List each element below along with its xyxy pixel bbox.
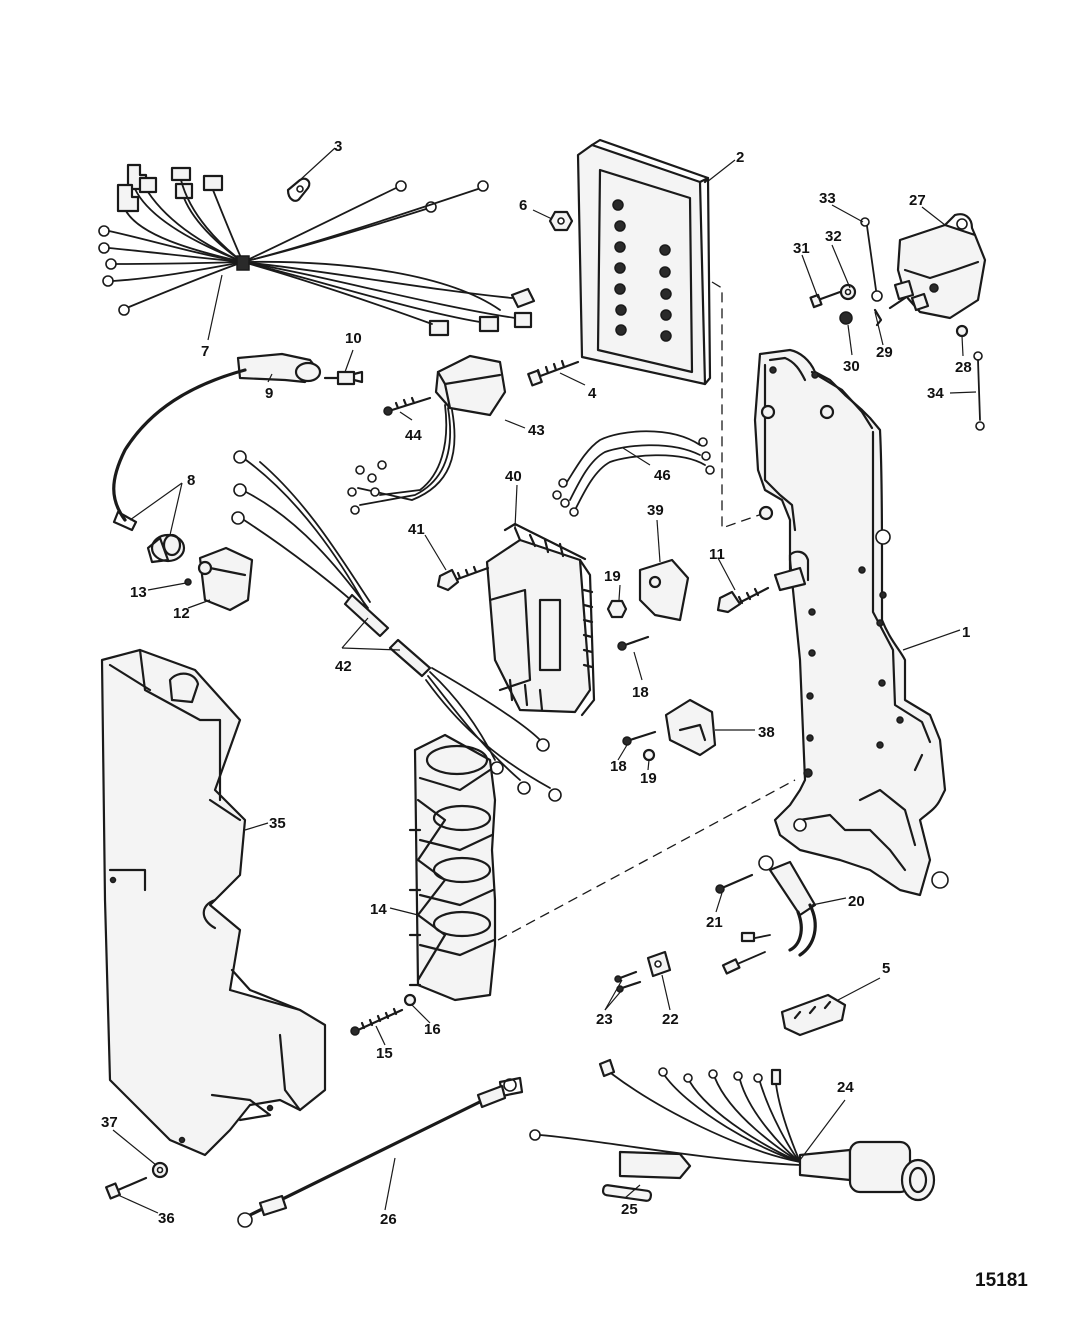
callout-46: 46 bbox=[654, 467, 671, 484]
callout-39: 39 bbox=[647, 502, 664, 519]
figure-number: 15181 bbox=[975, 1270, 1028, 1291]
rectifier-part-40 bbox=[485, 522, 596, 717]
alignment-line-14-to-1 bbox=[497, 779, 796, 941]
terminal-block-part-2 bbox=[576, 138, 712, 386]
wiring-harness-part-7 bbox=[98, 163, 536, 337]
callout-6: 6 bbox=[519, 197, 527, 214]
leader-lines bbox=[112, 147, 977, 1214]
callout-32: 32 bbox=[825, 228, 842, 245]
callout-7: 7 bbox=[201, 343, 209, 360]
small-hardware-solenoid bbox=[809, 217, 985, 431]
module-part-39 bbox=[638, 558, 690, 622]
cable-part-9-8 bbox=[112, 352, 322, 564]
callout-37: 37 bbox=[101, 1114, 118, 1131]
bolt-part-11 bbox=[716, 586, 770, 614]
callout-38: 38 bbox=[758, 724, 775, 741]
callout-20: 20 bbox=[848, 893, 865, 910]
callout-40: 40 bbox=[505, 468, 522, 485]
coil-pack-part-14 bbox=[408, 733, 497, 1002]
screw-part-21 bbox=[715, 873, 754, 894]
callout-35: 35 bbox=[269, 815, 286, 832]
callout-26: 26 bbox=[380, 1211, 397, 1228]
callout-4: 4 bbox=[588, 385, 597, 402]
callout-22: 22 bbox=[662, 1011, 679, 1028]
callout-9: 9 bbox=[265, 385, 273, 402]
callout-34: 34 bbox=[927, 385, 944, 402]
callout-14: 14 bbox=[370, 901, 387, 918]
callout-11: 11 bbox=[709, 546, 725, 563]
callout-41: 41 bbox=[408, 521, 425, 538]
module-part-43 bbox=[347, 354, 507, 515]
harness-part-24 bbox=[529, 1058, 936, 1202]
callout-29: 29 bbox=[876, 344, 893, 361]
callout-23: 23 bbox=[596, 1011, 613, 1028]
fuse-holder-part-5 bbox=[780, 993, 847, 1037]
callout-3: 3 bbox=[334, 138, 342, 155]
screw-part-15 bbox=[350, 993, 417, 1036]
callout-19-upper: 19 bbox=[604, 568, 621, 585]
callout-42: 42 bbox=[335, 658, 352, 675]
clamp-part-22 bbox=[646, 950, 672, 978]
component-part-12 bbox=[184, 546, 254, 612]
battery-cable-part-26 bbox=[237, 1076, 524, 1228]
nut-part-6 bbox=[548, 210, 574, 232]
sender-part-10 bbox=[323, 370, 364, 386]
harness-part-42 bbox=[231, 450, 562, 802]
callout-27: 27 bbox=[909, 192, 926, 209]
alignment-line-2-to-1 bbox=[711, 281, 763, 529]
callout-15: 15 bbox=[376, 1045, 393, 1062]
screw-part-44 bbox=[383, 396, 432, 416]
callout-1: 1 bbox=[962, 624, 970, 641]
harness-part-46 bbox=[552, 430, 715, 517]
starter-solenoid-part-27 bbox=[888, 213, 987, 320]
callout-10: 10 bbox=[345, 330, 362, 347]
callout-8: 8 bbox=[187, 472, 195, 489]
callout-30: 30 bbox=[843, 358, 860, 375]
callout-28: 28 bbox=[955, 359, 972, 376]
mounting-plate-part-1 bbox=[753, 348, 949, 897]
bracket-part-38 bbox=[622, 698, 717, 762]
callout-2: 2 bbox=[736, 149, 744, 166]
callout-5: 5 bbox=[882, 960, 890, 977]
callout-18-upper: 18 bbox=[632, 684, 649, 701]
callout-25: 25 bbox=[621, 1201, 638, 1218]
callout-labels: 1 2 3 4 5 6 7 8 9 10 11 12 13 14 15 16 1… bbox=[101, 138, 972, 1228]
callout-21: 21 bbox=[706, 914, 723, 931]
callout-24: 24 bbox=[837, 1079, 854, 1096]
bolt-washer-parts-36-37 bbox=[105, 1161, 169, 1200]
callout-44: 44 bbox=[405, 427, 422, 444]
callout-12: 12 bbox=[173, 605, 190, 622]
clip-part-3 bbox=[286, 177, 311, 202]
callout-18-lower: 18 bbox=[610, 758, 627, 775]
component-part-20 bbox=[721, 855, 817, 975]
cover-part-35 bbox=[100, 648, 327, 1157]
callout-36: 36 bbox=[158, 1210, 175, 1227]
callout-43: 43 bbox=[528, 422, 545, 439]
callout-13: 13 bbox=[130, 584, 147, 601]
screws-part-23 bbox=[614, 970, 642, 993]
callout-16: 16 bbox=[424, 1021, 441, 1038]
callout-19-lower: 19 bbox=[640, 770, 657, 787]
bolt-part-41 bbox=[436, 565, 490, 592]
fuse-part-25 bbox=[601, 1184, 653, 1202]
callout-33: 33 bbox=[819, 190, 836, 207]
screw-part-4 bbox=[527, 359, 580, 387]
callout-31: 31 bbox=[793, 240, 810, 257]
nut-screw-parts-19-18 bbox=[606, 599, 650, 651]
